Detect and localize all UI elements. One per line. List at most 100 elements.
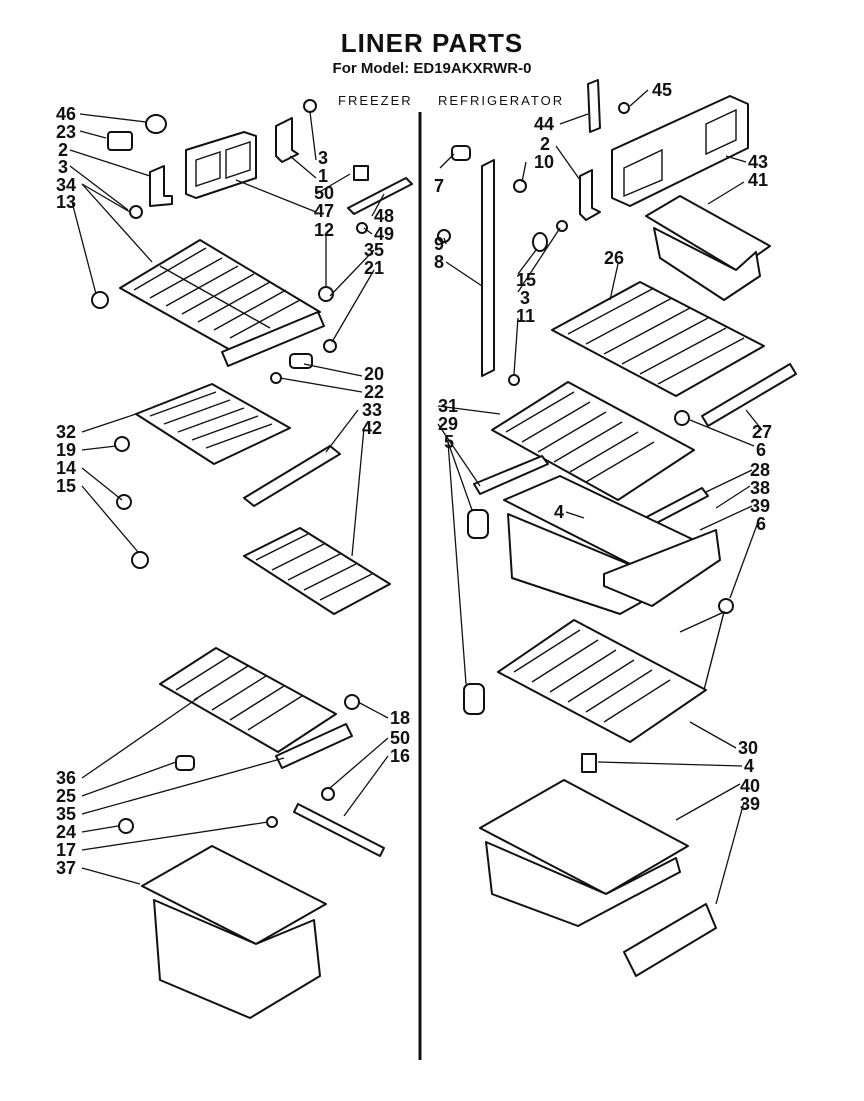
callout-38: 38 <box>750 478 770 498</box>
part-refrigerator-wire-shelf-grid <box>567 287 745 385</box>
callout-37: 37 <box>56 858 76 878</box>
model-subtitle: For Model: ED19AKXRWR-0 <box>332 60 532 77</box>
part-support-6-lower <box>718 598 734 614</box>
part-screw-top <box>303 99 317 113</box>
callout-49: 49 <box>374 224 394 244</box>
callout-14: 14 <box>56 458 76 478</box>
part-screw <box>129 205 143 219</box>
part-shelf-front-trim <box>221 311 325 367</box>
part-shelf-trim-27 <box>701 363 797 427</box>
section-label-refrigerator: REFRIGERATOR <box>438 93 565 108</box>
part-clip-9 <box>437 229 451 243</box>
callout-33: 33 <box>362 400 382 420</box>
part-crisper-front-panel <box>623 903 717 977</box>
callout-16: 16 <box>390 746 410 766</box>
part-shelf-support-21 <box>323 339 337 353</box>
part-vertical-rail <box>481 159 495 377</box>
part-crisper-cover-grid <box>513 629 671 723</box>
part-hinge-bracket <box>587 79 601 133</box>
part-support-5-lower <box>463 683 485 715</box>
callout-4-lower: 4 <box>744 756 754 776</box>
section-label-freezer: FREEZER <box>338 93 413 108</box>
part-shelf-support-13 <box>91 291 109 309</box>
callout-22: 22 <box>364 382 384 402</box>
callout-34: 34 <box>56 175 76 195</box>
callout-25: 25 <box>56 786 76 806</box>
callout-1: 1 <box>318 166 328 186</box>
part-freezer-basket-rim <box>141 845 327 945</box>
part-damper-7 <box>451 145 471 161</box>
part-rail-16 <box>293 803 385 857</box>
callout-3-top: 3 <box>318 148 328 168</box>
part-bushing-15 <box>131 551 149 569</box>
part-shelf-bracket-right <box>579 169 601 221</box>
part-refrigerator-wire-shelf <box>551 281 765 397</box>
callout-43: 43 <box>748 152 768 172</box>
callout-labels: 46 23 2 3 34 13 3 1 50 47 48 49 12 35 21… <box>56 80 772 878</box>
part-freezer-wire-shelf <box>119 239 321 353</box>
callout-35: 35 <box>364 240 384 260</box>
part-crisper-bin-top <box>653 227 761 301</box>
part-ice-cube-tray-grid <box>255 533 373 601</box>
callout-10: 10 <box>534 152 554 172</box>
part-screw-22 <box>270 372 282 384</box>
part-ice-tray-shelf <box>135 383 291 465</box>
callout-9: 9 <box>434 234 444 254</box>
part-control-bracket <box>275 117 299 163</box>
callout-46: 46 <box>56 104 76 124</box>
callout-23: 23 <box>56 122 76 142</box>
callout-2-right: 2 <box>540 134 550 154</box>
part-control-panel <box>611 95 749 207</box>
part-spacer-20 <box>289 353 313 369</box>
part-support-19 <box>114 436 130 452</box>
leader-lines <box>69 89 763 905</box>
part-screw-10 <box>513 179 527 193</box>
part-control-panel-detail <box>623 108 737 198</box>
callout-7: 7 <box>434 176 444 196</box>
part-shelf-strip-33 <box>243 445 341 507</box>
callout-31: 31 <box>438 396 458 416</box>
callout-20: 20 <box>364 364 384 384</box>
callout-18: 18 <box>390 708 410 728</box>
part-crisper-bin-rim <box>479 779 689 895</box>
callout-11: 11 <box>516 306 535 326</box>
callout-48: 48 <box>374 206 394 226</box>
callout-3: 3 <box>58 157 68 177</box>
callout-30: 30 <box>738 738 758 758</box>
part-clip <box>353 165 369 181</box>
callout-2: 2 <box>58 140 68 160</box>
callout-47: 47 <box>314 201 334 221</box>
part-glass-shelf <box>491 381 695 501</box>
part-support-5-upper <box>467 509 489 539</box>
part-screw-17 <box>266 816 278 828</box>
callout-6-lower: 6 <box>756 514 766 534</box>
part-glass-shelf-grid <box>505 391 655 483</box>
callout-40: 40 <box>740 776 760 796</box>
part-ice-tray-shelf-grid <box>149 391 273 449</box>
part-freezer-wire-shelf-grid <box>133 247 301 339</box>
callout-13: 13 <box>56 192 76 212</box>
callout-36: 36 <box>56 768 76 788</box>
callout-15: 15 <box>56 476 76 496</box>
callout-3-right: 3 <box>520 288 530 308</box>
part-support-18 <box>344 694 360 710</box>
callout-15-right: 15 <box>516 270 536 290</box>
part-cover-strip <box>347 177 413 215</box>
part-lower-freezer-shelf <box>159 647 337 753</box>
callout-35-lower: 35 <box>56 804 76 824</box>
part-crisper-bin-top-rim <box>645 195 771 271</box>
part-screw-49 <box>356 222 368 234</box>
callout-44: 44 <box>534 114 554 134</box>
part-screw-45 <box>618 102 630 114</box>
callout-24: 24 <box>56 822 76 842</box>
part-light-socket <box>107 131 133 151</box>
callout-12: 12 <box>314 220 334 240</box>
callout-21: 21 <box>364 258 384 278</box>
callout-6: 6 <box>756 440 766 460</box>
part-lower-freezer-shelf-grid <box>175 655 303 731</box>
callout-17: 17 <box>56 840 76 860</box>
page-title: LINER PARTS <box>340 28 524 58</box>
part-ice-cube-tray <box>243 527 391 615</box>
part-screw-11 <box>508 374 520 386</box>
